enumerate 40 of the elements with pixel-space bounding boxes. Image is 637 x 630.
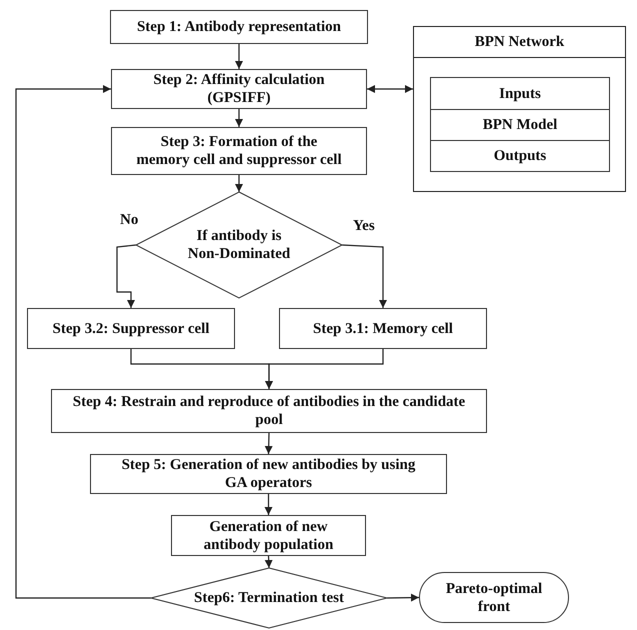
panel-row-box: [430, 140, 610, 172]
step-text: Generation of new antibody population: [202, 518, 334, 554]
arrow: [235, 175, 243, 192]
arrow: [386, 594, 420, 602]
arrow: [235, 109, 243, 127]
process-box: [27, 308, 235, 349]
step-text: Step 5: Generation of new antibodies by using GA operators: [120, 456, 416, 492]
process-box: [111, 127, 367, 175]
arrow: [265, 349, 384, 389]
arrow: [235, 44, 243, 69]
terminator-shape: [419, 572, 569, 623]
arrow: [264, 432, 273, 454]
step-text: Outputs: [494, 147, 546, 165]
panel-row-box: [430, 109, 610, 141]
arrow: [264, 494, 272, 515]
step-text: BPN Model: [482, 116, 558, 134]
decision-text: If antibody is Non-Dominated: [186, 227, 292, 263]
step-text: Step 2: Affinity calculation (GPSIFF): [152, 71, 326, 107]
process-box: [90, 454, 447, 494]
process-box: [51, 389, 487, 433]
step-text: Step 4: Restrain and reproduce of antibodies in the candidate pool: [72, 393, 466, 429]
step-text: Step 1: Antibody representation: [136, 18, 342, 36]
panel-heading: BPN Network: [414, 27, 625, 58]
arrow: [342, 244, 387, 308]
step-text: Step 3: Formation of the memory cell and suppressor cell: [135, 133, 343, 169]
step-text: Step 3.1: Memory cell: [313, 320, 453, 338]
panel-row-box: [430, 77, 610, 110]
arrow: [367, 85, 413, 93]
step-text: Pareto-optimal front: [444, 580, 544, 616]
arrow: [15, 85, 151, 599]
panel-box: [413, 26, 626, 192]
process-box: [110, 10, 368, 44]
process-box: [111, 69, 367, 109]
arrow: [116, 244, 136, 308]
step-text: Inputs: [499, 84, 541, 102]
decision-text: Step6: Termination test: [194, 589, 344, 607]
process-box: [279, 308, 487, 349]
process-box: [171, 515, 366, 556]
step-text: Step 3.2: Suppressor cell: [52, 320, 210, 338]
arrow: [264, 556, 273, 568]
